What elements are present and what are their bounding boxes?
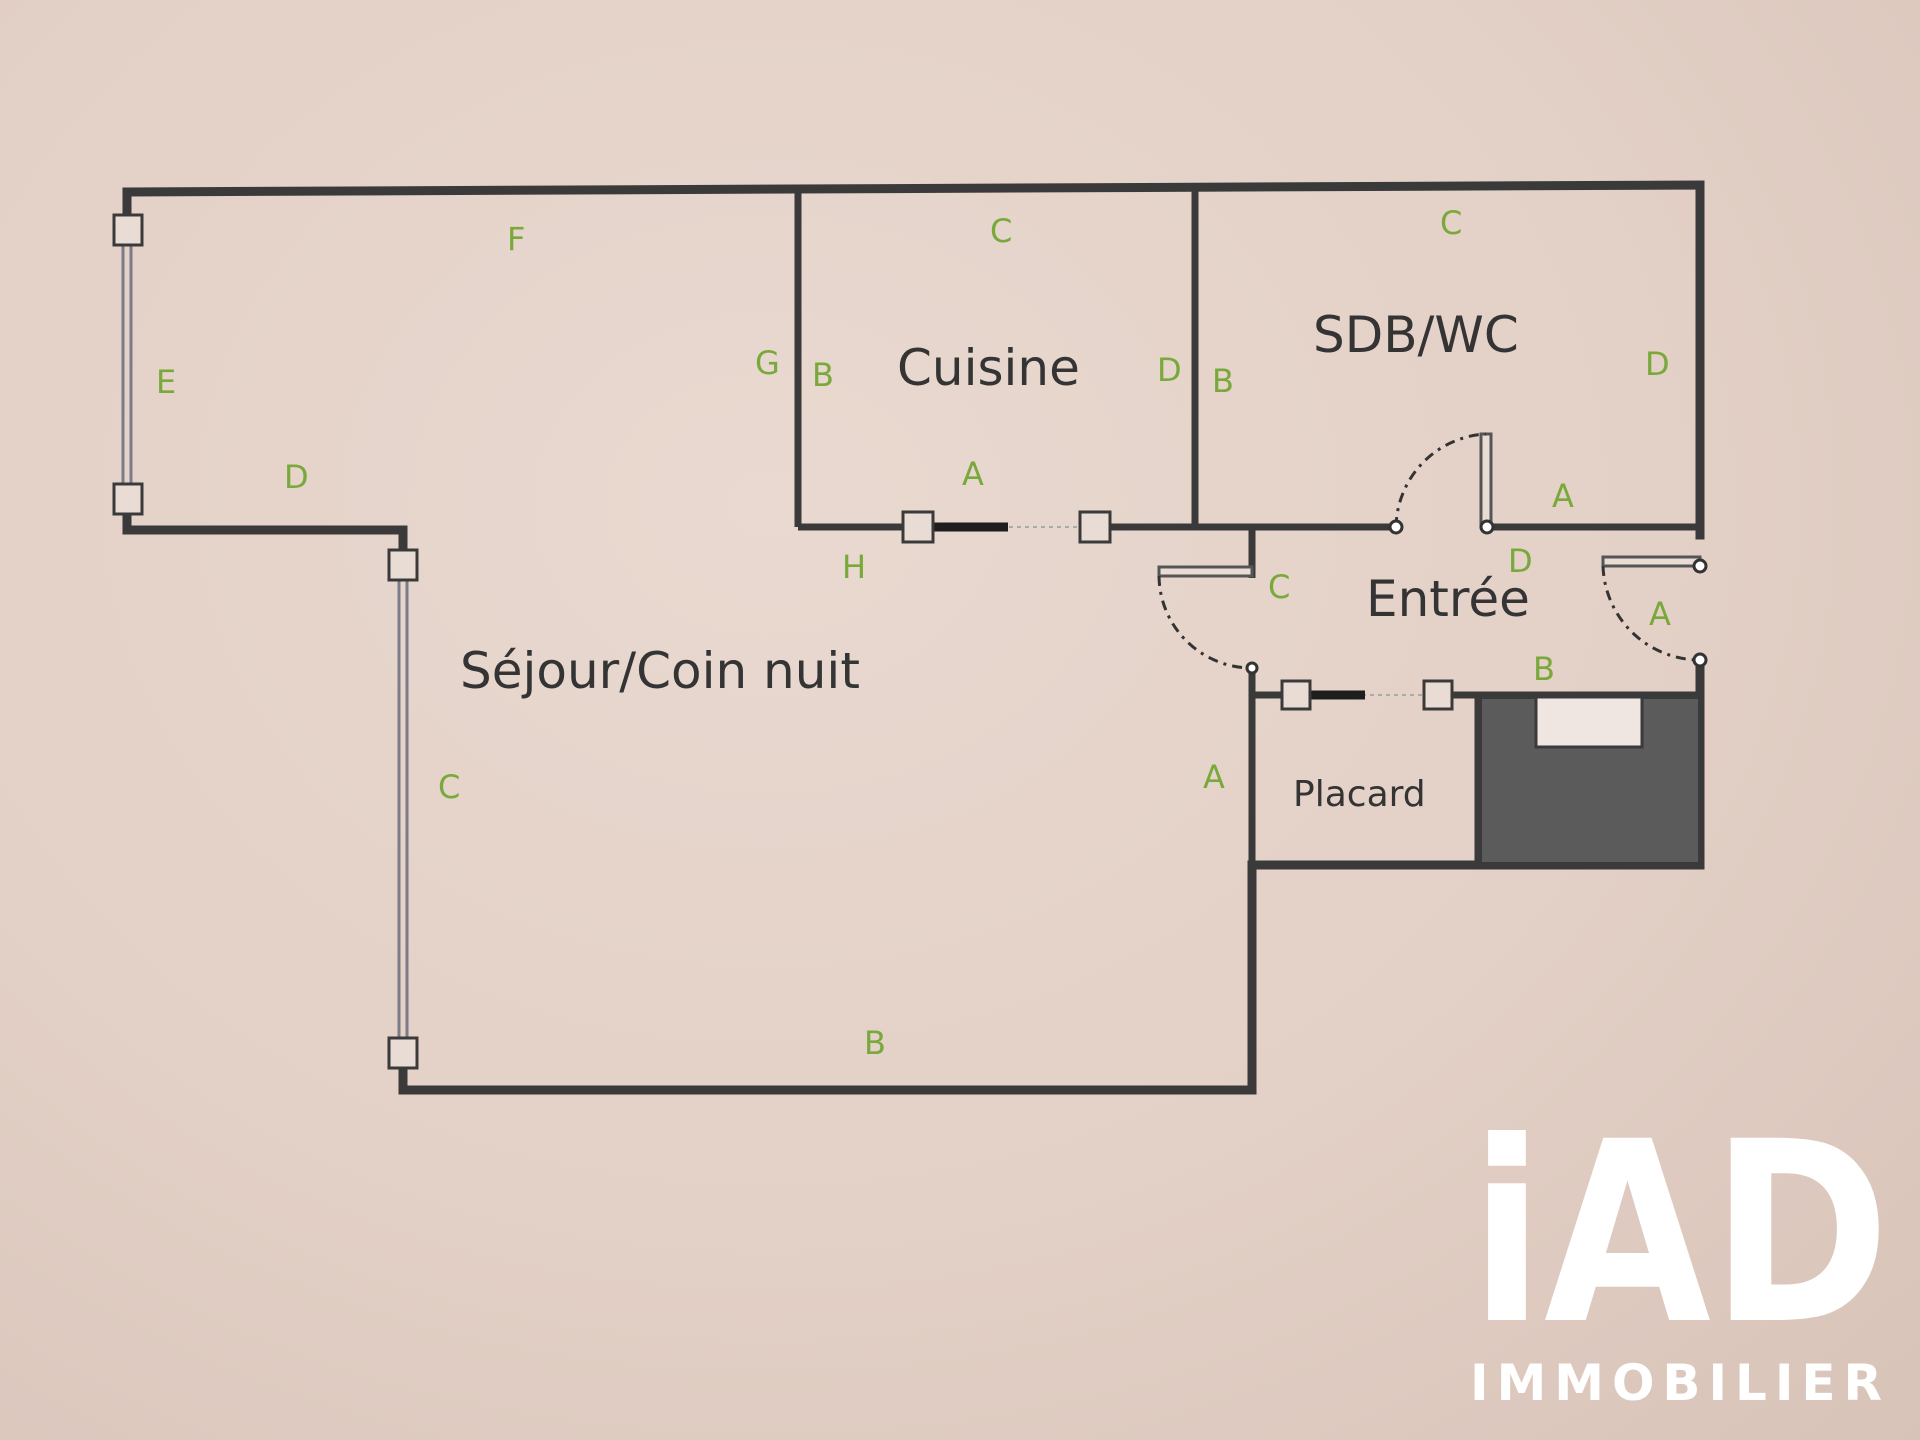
swing-doors (1157, 432, 1708, 675)
wall-label: C (990, 212, 1012, 250)
wall-label: C (438, 768, 460, 806)
wall-label: B (1533, 650, 1555, 688)
logo-mark: iAD (1470, 1110, 1890, 1379)
wall-label: D (1508, 542, 1533, 580)
windows (112, 213, 419, 1070)
wall-label: C (1440, 204, 1462, 242)
wall-label: A (1552, 477, 1574, 515)
room-labels: Séjour/Coin nuit Cuisine SDB/WC Entrée P… (460, 306, 1530, 815)
wall-label: G (755, 344, 780, 382)
wall-label: E (156, 363, 176, 401)
wall-label: A (1649, 595, 1671, 633)
wall-label: D (1645, 345, 1670, 383)
room-cuisine-label: Cuisine (897, 339, 1080, 397)
technical-duct (1478, 695, 1702, 866)
room-sejour-label: Séjour/Coin nuit (460, 642, 860, 700)
wall-label: F (507, 220, 525, 258)
room-placard-label: Placard (1293, 774, 1426, 815)
wall-labels: F E D G H C B A C B D A C B D A C D A B (156, 204, 1671, 1062)
iad-logo: iAD IMMOBILIER (1470, 1110, 1890, 1410)
room-sdb-label: SDB/WC (1313, 306, 1519, 364)
wall-label: H (842, 548, 866, 586)
wall-label: D (1157, 351, 1182, 389)
wall-label: B (864, 1024, 886, 1062)
wall-label: A (1203, 758, 1225, 796)
wall-label: B (812, 356, 834, 394)
logo-tagline: IMMOBILIER (1470, 1354, 1890, 1410)
wall-label: B (1212, 362, 1234, 400)
wall-label: C (1268, 568, 1290, 606)
wall-label: A (962, 455, 984, 493)
room-entree-label: Entrée (1366, 570, 1530, 628)
sliding-doors (901, 510, 1454, 711)
wall-label: D (284, 458, 309, 496)
